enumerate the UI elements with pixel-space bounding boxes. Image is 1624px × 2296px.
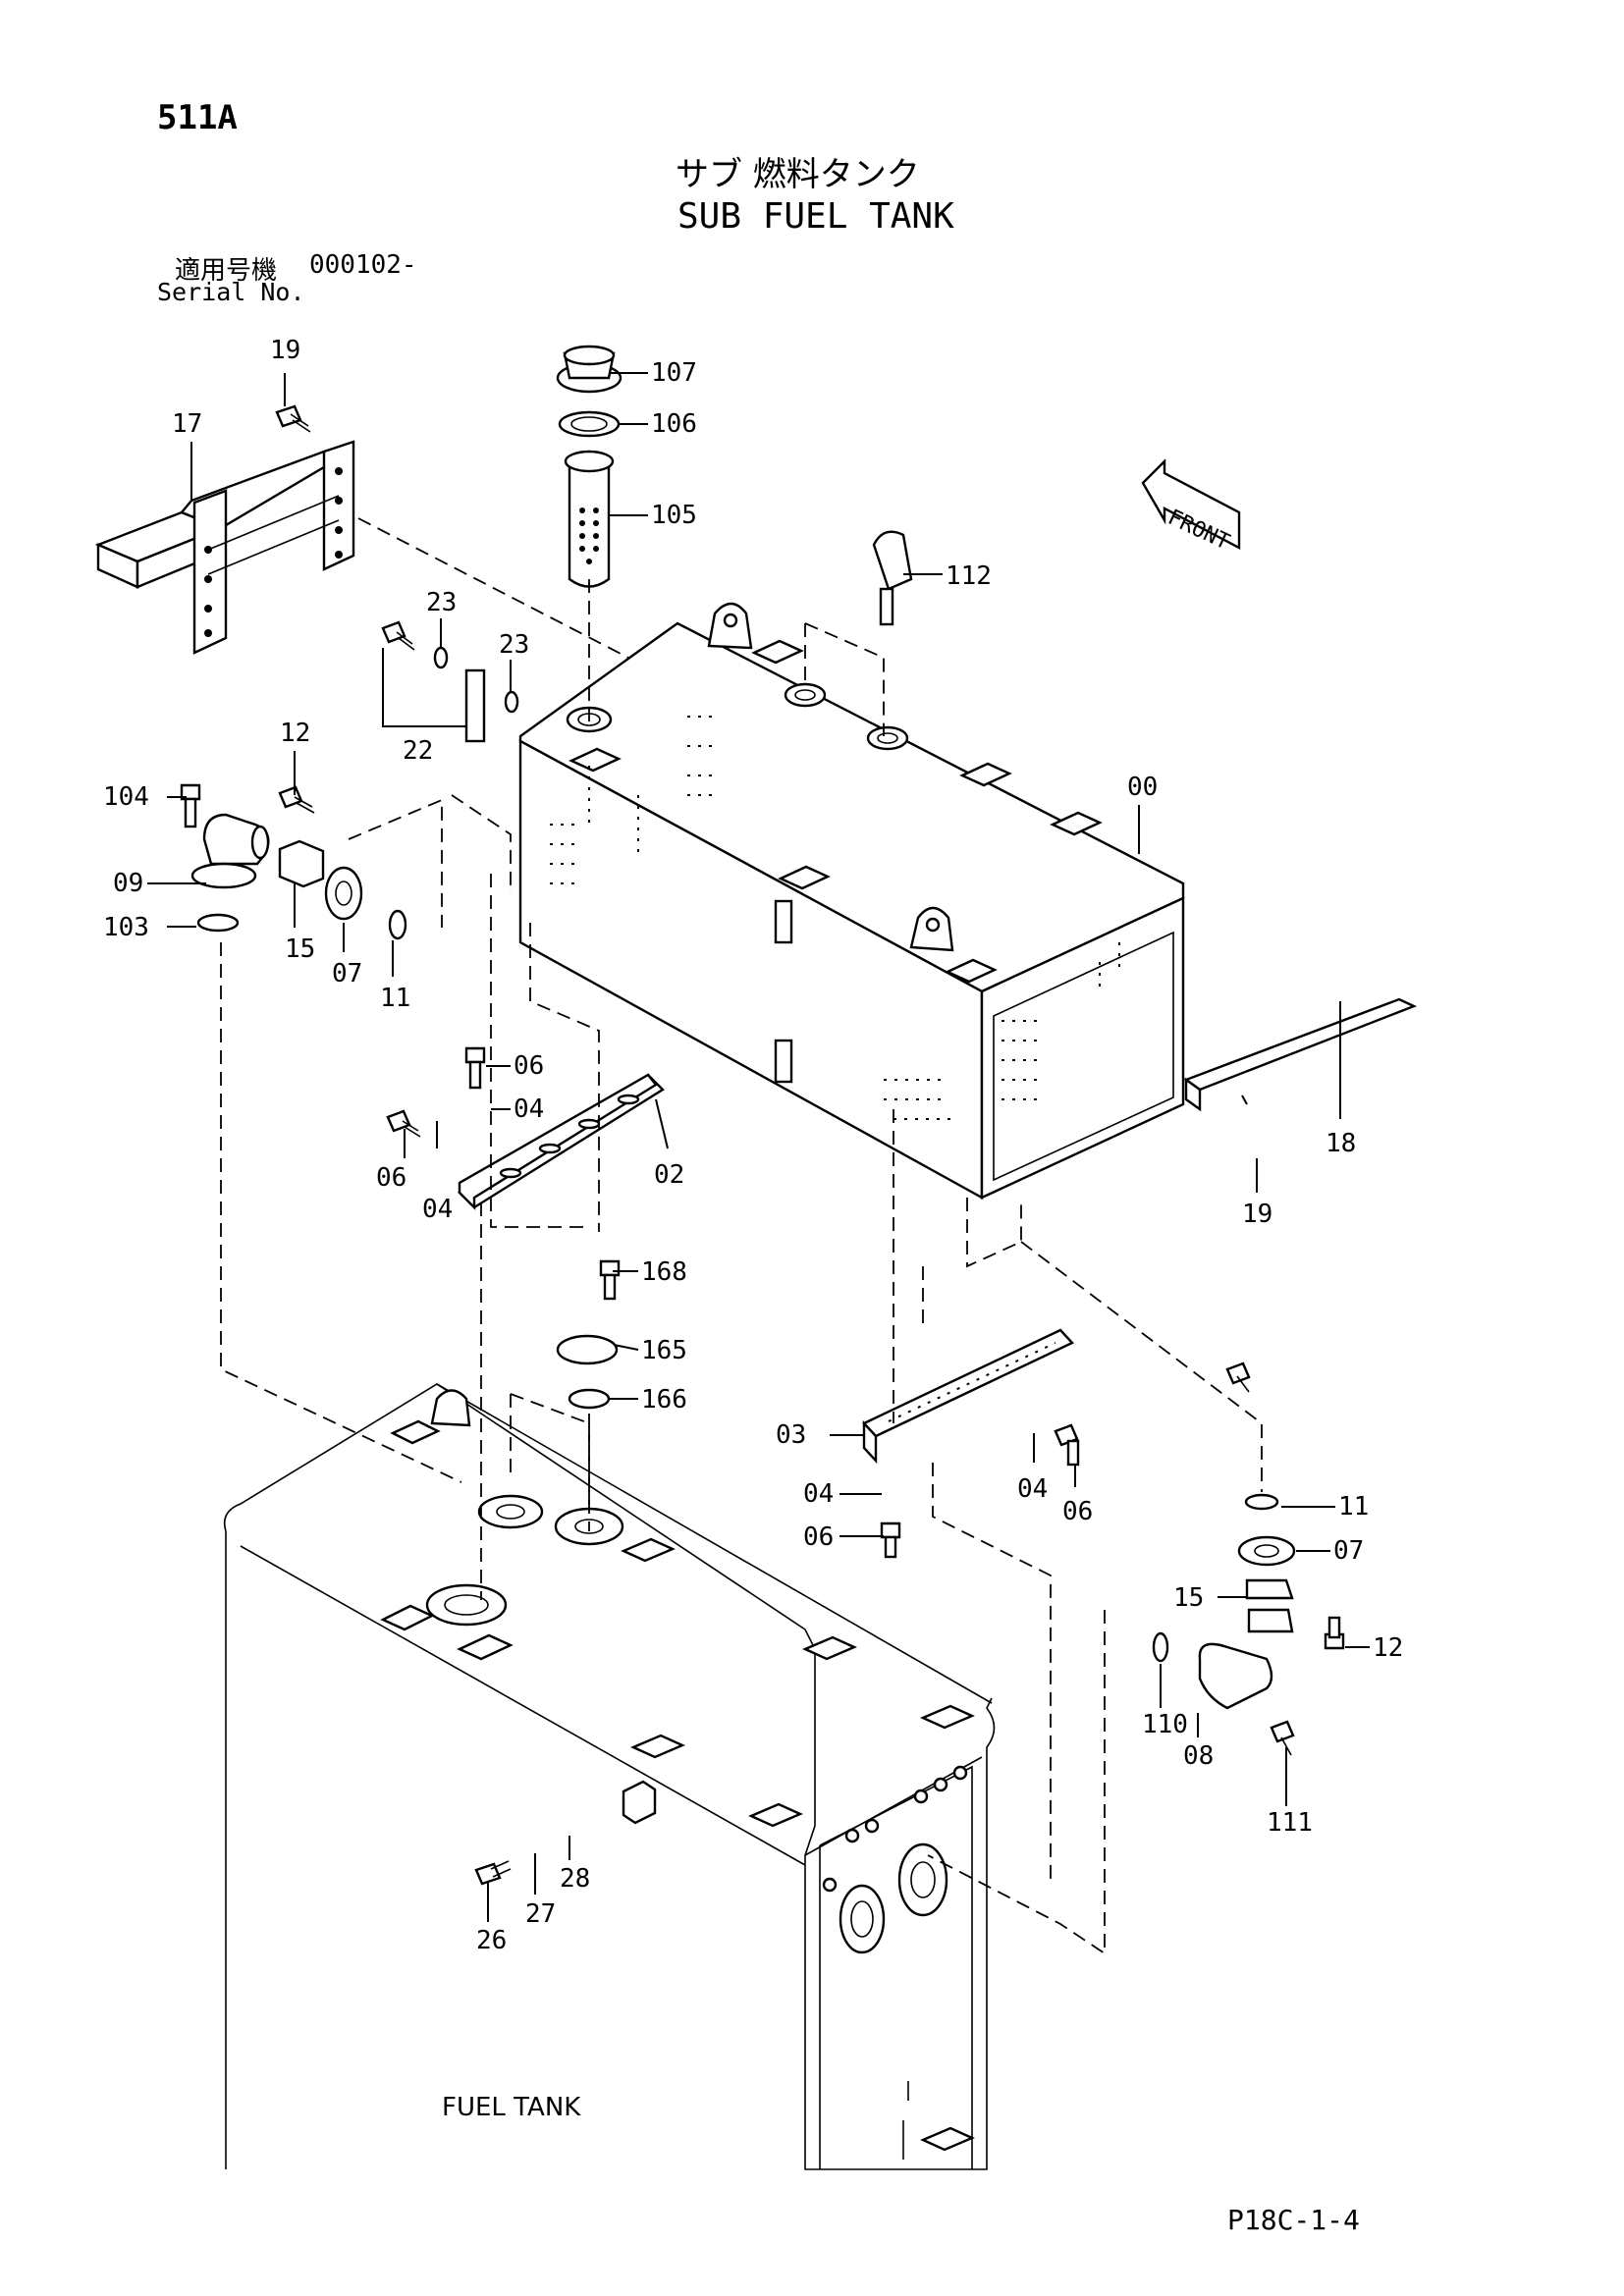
leader-lines: [147, 372, 1370, 1922]
callout-106: 106: [651, 409, 697, 439]
callout-23: 23: [426, 588, 457, 617]
callout-12: 12: [280, 719, 310, 748]
callout-104: 104: [103, 782, 149, 812]
callout-15: 15: [285, 934, 315, 964]
front-direction-arrow: FRONT: [1141, 458, 1241, 555]
callout-19: 19: [270, 336, 300, 365]
callout-labels: 19 17 107 106 105 112 23 23 22 00 12 104…: [103, 336, 1403, 2122]
callout-02: 02: [654, 1160, 684, 1190]
callout-04: 04: [803, 1479, 834, 1509]
callout-09: 09: [113, 869, 143, 898]
left-fittings: [190, 813, 407, 940]
part-22-spacer: [433, 646, 519, 743]
drawing-code: P18C-1-4: [1227, 2204, 1360, 2236]
part-165-plate: [556, 1334, 619, 1410]
callout-18: 18: [1326, 1129, 1356, 1158]
callout-22: 22: [403, 736, 433, 766]
part-17-cover: [94, 440, 355, 655]
serial-number-value: 000102-: [309, 250, 417, 280]
callout-06: 06: [376, 1163, 406, 1193]
callout-28: 28: [560, 1864, 590, 1894]
callout-103: 103: [103, 913, 149, 942]
sub-tank-bolt-holes: [550, 716, 1120, 1120]
callout-07: 07: [1333, 1536, 1364, 1566]
callout-07: 07: [332, 959, 362, 988]
callout-110: 110: [1142, 1710, 1188, 1739]
callout-04: 04: [1017, 1474, 1048, 1504]
right-fittings: [1152, 1493, 1296, 1710]
callout-08: 08: [1183, 1741, 1214, 1771]
callout-06: 06: [803, 1522, 834, 1552]
filler-neck-assembly: [556, 345, 623, 588]
part-02-bracket: [458, 1073, 665, 1210]
page-title: SUB FUEL TANK: [677, 196, 954, 237]
callout-107: 107: [651, 358, 697, 388]
bolts: [180, 404, 1345, 1886]
part-18-strip: [1183, 997, 1418, 1112]
callout-12: 12: [1373, 1633, 1403, 1663]
page-code: 511A: [157, 98, 238, 137]
callout-11: 11: [380, 984, 410, 1013]
part-112-breather: [872, 530, 913, 626]
callout-105: 105: [651, 501, 697, 530]
callout-27: 27: [525, 1899, 556, 1929]
callout-00: 00: [1127, 773, 1158, 802]
callout-11: 11: [1338, 1492, 1369, 1522]
callout-23: 23: [499, 630, 529, 660]
callout-06: 06: [514, 1051, 544, 1081]
callout-15: 15: [1173, 1583, 1204, 1613]
callout-111: 111: [1267, 1808, 1313, 1838]
callout-168: 168: [641, 1257, 687, 1287]
title-japanese: サブ 燃料タンク: [676, 155, 920, 194]
callout-26: 26: [476, 1926, 507, 1955]
sub-fuel-tank: [518, 602, 1185, 1201]
serial-label: Serial No.: [157, 278, 305, 306]
main-fuel-tank: [223, 1383, 996, 2170]
serial-label-japanese: 適用号機: [175, 256, 278, 286]
callout-06: 06: [1062, 1497, 1093, 1526]
callout-166: 166: [641, 1385, 687, 1415]
callout-165: 165: [641, 1336, 687, 1365]
callout-112: 112: [946, 561, 992, 591]
callout-04: 04: [422, 1195, 453, 1224]
part-03-bracket: [862, 1328, 1074, 1465]
assembly-lines: [220, 517, 1263, 1955]
callout-19: 19: [1242, 1200, 1272, 1229]
callout-03: 03: [776, 1420, 806, 1450]
callout-17: 17: [172, 409, 202, 439]
callout-04: 04: [514, 1095, 544, 1124]
fuel-tank-label: FUEL TANK: [442, 2093, 581, 2122]
